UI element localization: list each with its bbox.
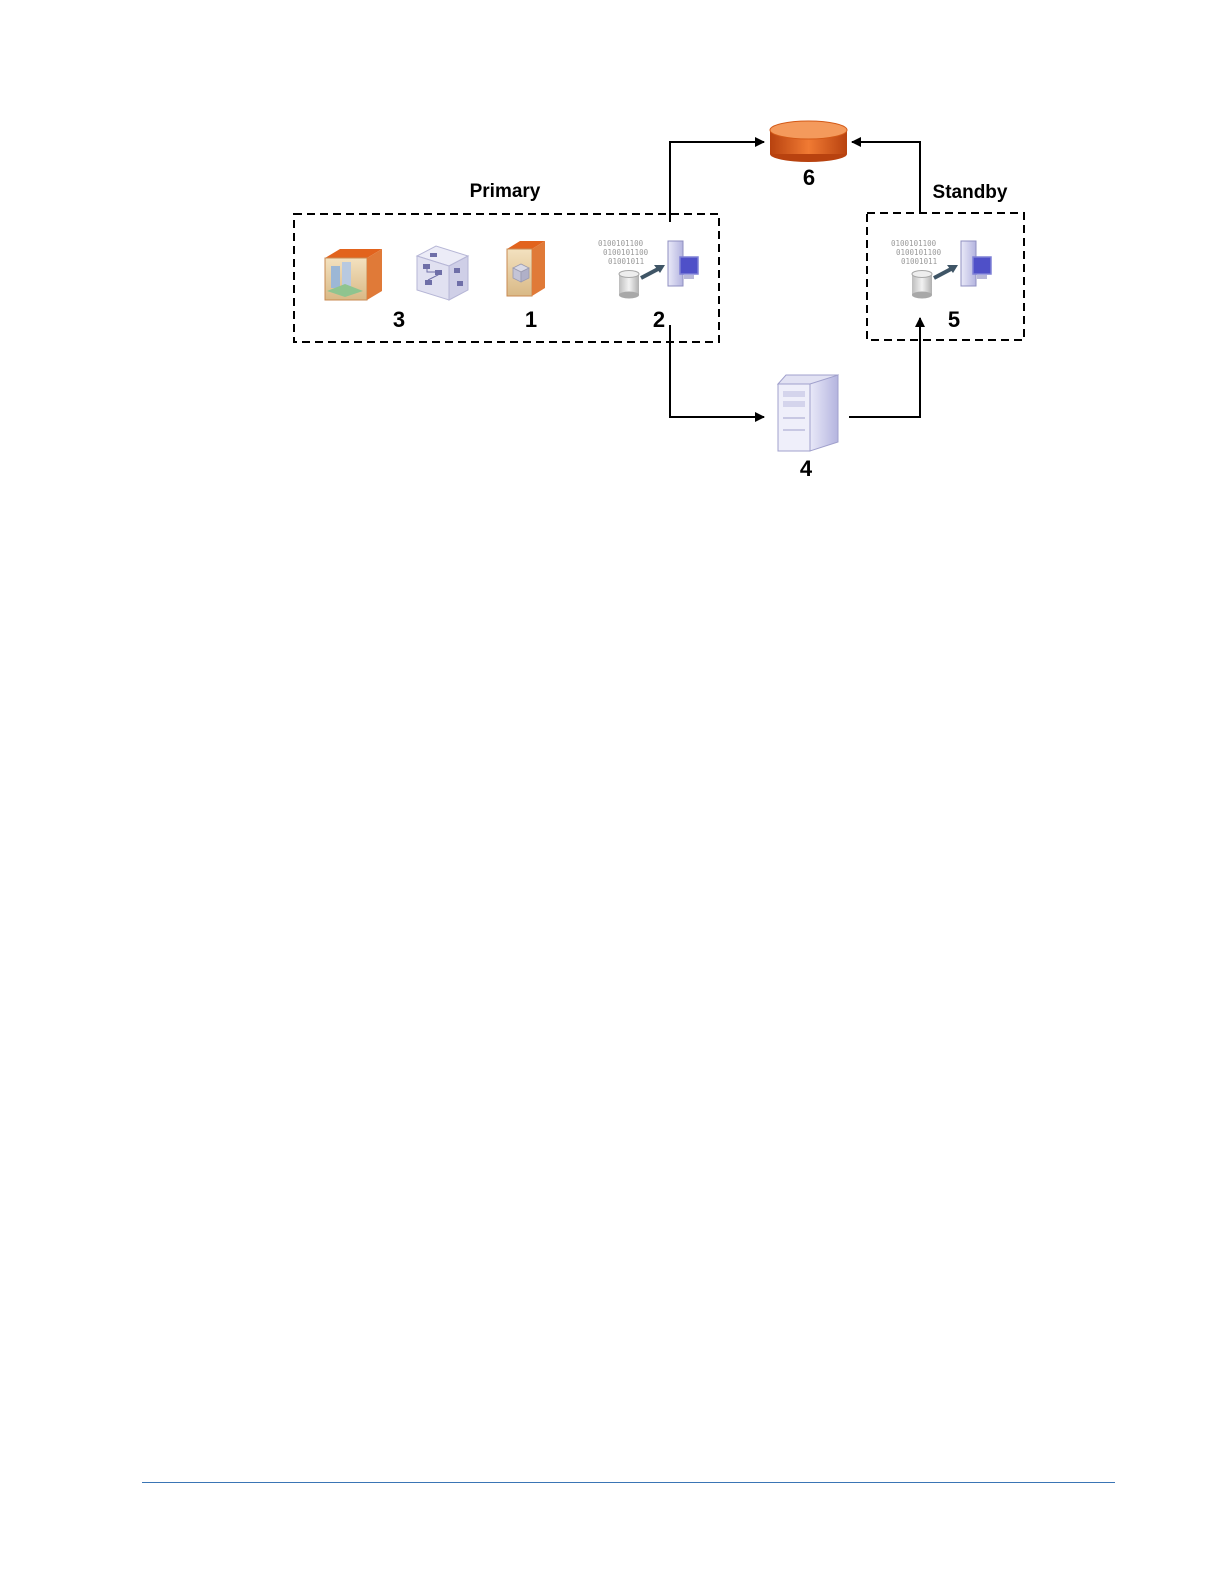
binary-row-2: 0100101100 [896, 248, 942, 257]
node-3-label: 3 [393, 307, 405, 332]
node-1-label: 1 [525, 307, 537, 332]
workflow-cube-icon [417, 246, 468, 300]
binary-row-2: 0100101100 [603, 248, 649, 257]
database-to-server-transfer-icon: 0100101100 0100101100 01001011 [598, 239, 698, 299]
database-to-server-transfer-icon: 0100101100 0100101100 01001011 [891, 239, 991, 299]
node-6-label: 6 [803, 165, 815, 190]
binary-row-1: 0100101100 [891, 239, 937, 248]
orange-application-box-icon [325, 249, 382, 300]
binary-row-3: 01001011 [901, 257, 937, 266]
connector-2-to-6 [670, 142, 764, 222]
binary-row-3: 01001011 [608, 257, 644, 266]
standby-label: Standby [933, 182, 1008, 203]
connector-2-to-4 [670, 325, 764, 417]
connector-4-to-5 [849, 318, 920, 417]
node-2-label: 2 [653, 307, 665, 332]
node-5-label: 5 [948, 307, 960, 332]
orange-database-cylinder-icon [770, 121, 847, 162]
server-tower-icon [778, 375, 838, 451]
node-4-label: 4 [800, 456, 813, 481]
binary-row-1: 0100101100 [598, 239, 644, 248]
footer-divider [142, 1482, 1115, 1483]
orange-component-box-icon [507, 241, 545, 296]
connector-5-to-6 [852, 142, 920, 213]
standby-group-box [867, 213, 1024, 340]
primary-label: Primary [470, 181, 541, 202]
